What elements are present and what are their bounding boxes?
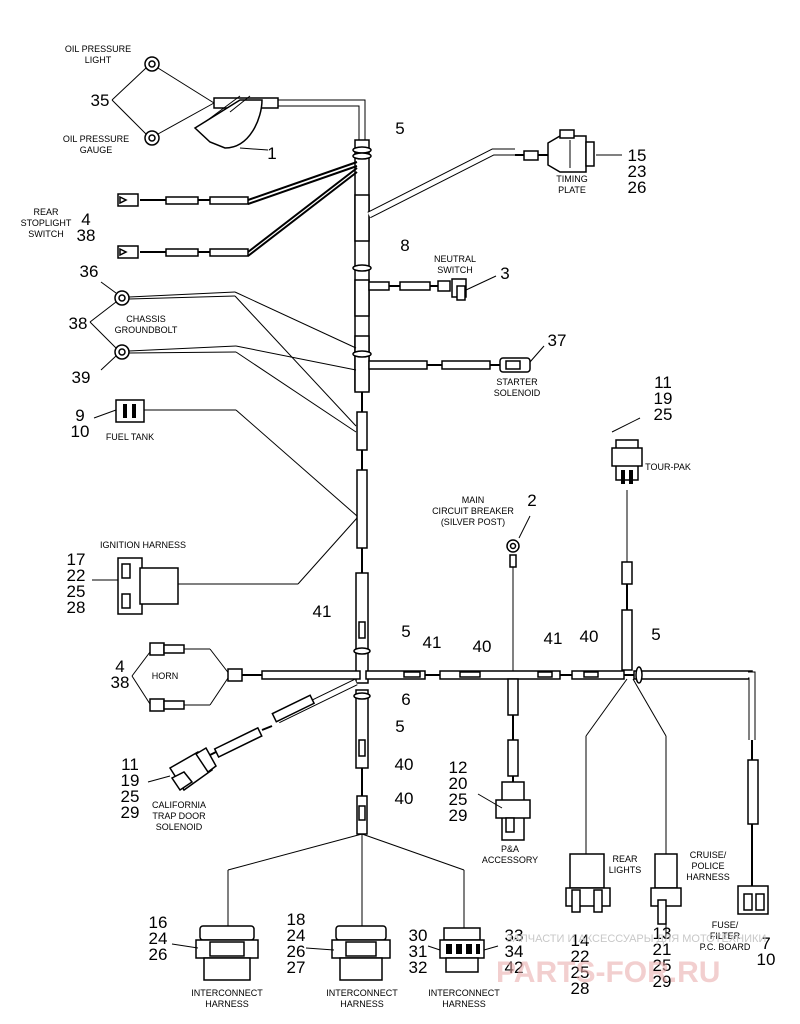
california-solenoid-branch (147, 678, 358, 792)
neutral-switch-branch (368, 275, 497, 301)
callout-c37: 37 (548, 331, 567, 350)
callout-c41a: 41 (313, 602, 332, 621)
callout-c40a: 40 (473, 637, 492, 656)
callout-c41b: 41 (423, 633, 442, 652)
groundbolt-branch (89, 281, 357, 433)
label-tour-pak: TOUR-PAK (645, 462, 691, 472)
horn-branch (131, 642, 262, 712)
tour-pak-branch (611, 417, 643, 671)
callout-c39: 39 (72, 368, 91, 387)
fuse-filter-branch (737, 885, 769, 915)
starter-solenoid-branch (368, 345, 545, 373)
callout-c8: 8 (400, 236, 409, 255)
callout-c40b: 40 (580, 627, 599, 646)
callout-c35: 35 (91, 91, 110, 110)
callout-c6: 6 (401, 690, 410, 709)
label-ignition-harness: IGNITION HARNESS (100, 540, 186, 550)
watermark: ЗАПЧАСТИ И АКСЕССУАРЫ ДЛЯ МОТОТЕХНИКИ PA… (496, 933, 766, 989)
callout-c5a: 5 (395, 119, 404, 138)
watermark-text: ЗАПЧАСТИ И АКСЕССУАРЫ ДЛЯ МОТОТЕХНИКИ (506, 933, 766, 945)
callout-c2: 2 (527, 491, 536, 510)
horizontal-trunk (261, 666, 759, 886)
interconnect-connector-1 (171, 925, 259, 981)
callout-c38: 38 (69, 314, 88, 333)
main-trunk (292, 99, 372, 835)
callout-c40c: 40 (395, 755, 414, 774)
rear-lights-branch (565, 678, 682, 938)
pa-accessory-branch (477, 678, 531, 841)
interconnect-connector-2 (305, 925, 391, 981)
callout-c1: 1 (267, 144, 276, 163)
stoplight-switch-branch (117, 161, 358, 259)
label-horn: HORN (152, 671, 179, 681)
callout-c5d: 5 (395, 717, 404, 736)
fuel-tank-branch (93, 399, 358, 517)
callout-c36: 36 (80, 262, 99, 281)
timing-plate-branch (367, 129, 622, 219)
oil-pressure-branch (111, 56, 292, 151)
callout-c5b: 5 (401, 622, 410, 641)
circuit-breaker-branch (506, 515, 531, 671)
interconnect-branch (227, 833, 465, 928)
ignition-harness-branch (92, 517, 358, 615)
interconnect-connector-3 (427, 927, 499, 973)
watermark-logo: PARTS-FOR.RU (496, 956, 720, 989)
callout-c40d: 40 (395, 789, 414, 808)
callout-c41c: 41 (544, 629, 563, 648)
label-fuel-tank: FUEL TANK (106, 432, 154, 442)
callout-c3: 3 (500, 264, 509, 283)
callout-c5c: 5 (651, 625, 660, 644)
